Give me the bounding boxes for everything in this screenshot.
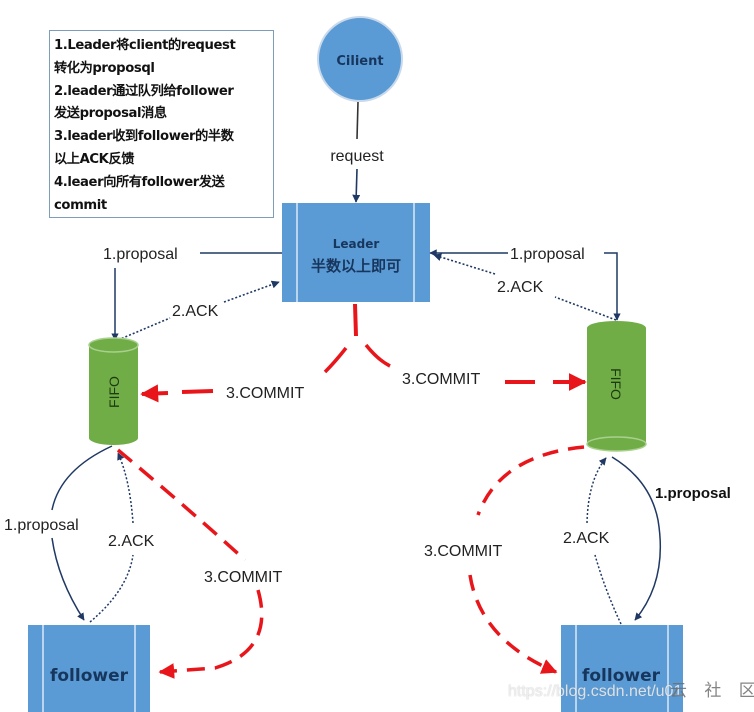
fifo-left-label: FIFO	[106, 376, 122, 408]
follower-left-box	[28, 625, 150, 712]
leader-box	[282, 203, 430, 302]
commit-label-left-bottom: 3.COMMIT	[204, 569, 282, 586]
fifo-right-bottom	[586, 436, 647, 452]
ack-label-right-top: 2.ACK	[497, 279, 544, 296]
proposal-label-left-top: 1.proposal	[103, 246, 178, 263]
commit-dash-left	[181, 389, 214, 394]
request-label: request	[330, 148, 384, 165]
commit-arrow-right-bottom	[468, 574, 558, 674]
note-line: 以上ACK反馈	[54, 151, 135, 167]
ack-label-left-top: 2.ACK	[172, 303, 219, 320]
fifo-left-node: FIFO	[88, 337, 139, 445]
fifo-left-top	[88, 337, 139, 353]
leader-title: Leader	[333, 237, 380, 251]
note-line: 2.leader通过队列给follower	[54, 83, 234, 99]
ack-arrow-left-top	[223, 280, 280, 303]
follower-left-node: follower	[28, 625, 150, 712]
note-line: commit	[54, 197, 107, 213]
request-arrow	[352, 168, 361, 203]
note-line: 3.leader收到follower的半数	[54, 129, 234, 145]
follower-right-label: follower	[582, 666, 661, 686]
proposal-label-right-top: 1.proposal	[510, 246, 585, 263]
ack-label-left-bottom: 2.ACK	[108, 533, 155, 550]
watermark-url: https://blog.csdn.net/u01	[508, 683, 683, 700]
ack-arrow-right-top	[433, 253, 496, 275]
follower-right-box	[561, 625, 683, 712]
note-line: 发送proposal消息	[54, 106, 167, 122]
proposal-arrow-left-bottom	[51, 537, 85, 621]
commit-label-right-bottom: 3.COMMIT	[424, 543, 502, 560]
leader-subtitle: 半数以上即可	[311, 257, 401, 275]
commit-branch-left	[323, 346, 348, 374]
ack-label-right-bottom: 2.ACK	[563, 530, 610, 547]
fifo-right-node: FIFO	[586, 321, 647, 452]
commit-stem	[353, 303, 358, 337]
proposal-line-left-bottom	[51, 445, 113, 511]
note-line: 4.leaer向所有follower发送	[54, 174, 225, 190]
leader-node: Leader 半数以上即可	[282, 203, 430, 302]
ack-line-left-top	[117, 317, 171, 341]
commit-arrow-left-bottom	[158, 589, 264, 679]
ack-arrow-left-bottom	[117, 452, 134, 524]
proposal-label-right-bottom: 1.proposal	[655, 485, 731, 502]
client-node: Cilient	[317, 16, 403, 102]
ack-line-right-bottom	[594, 554, 622, 625]
client-label: Cilient	[336, 54, 383, 69]
ack-arrow-right-bottom	[586, 457, 607, 524]
ack-line-right-top	[554, 296, 617, 321]
follower-right-node: follower	[561, 625, 683, 712]
client-circle	[317, 16, 403, 102]
commit-label-left-top: 3.COMMIT	[226, 385, 304, 402]
commit-line-left-bottom	[116, 448, 247, 562]
note-line: 1.Leader将client的request	[54, 38, 236, 53]
commit-line-right-bottom	[476, 445, 585, 516]
proposal-label-left-bottom: 1.proposal	[4, 517, 79, 534]
commit-arrow-left-top	[140, 384, 169, 403]
fifo-right-label: FIFO	[608, 368, 624, 400]
proposal-arrow-right-top	[604, 252, 621, 321]
commit-branch-right	[364, 343, 391, 368]
follower-left-label: follower	[50, 666, 129, 686]
ack-line-left-bottom	[89, 554, 134, 623]
watermark-brand: 云 社 区	[670, 681, 754, 701]
commit-label-right-top: 3.COMMIT	[402, 371, 480, 388]
request-line	[356, 101, 359, 140]
fifo-right-body	[587, 321, 646, 451]
fifo-left-body	[89, 338, 138, 445]
proposal-arrow-right-bottom	[611, 456, 662, 621]
note-line: 转化为proposql	[54, 60, 155, 76]
steps-note-box: 1.Leader将client的request 转化为proposql 2.le…	[49, 30, 274, 218]
